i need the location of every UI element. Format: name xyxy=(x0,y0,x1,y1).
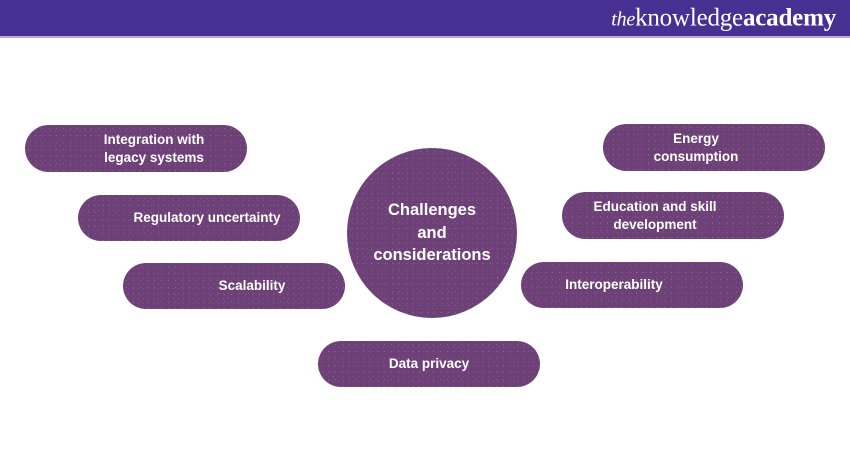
node-label-line1: Regulatory uncertainty xyxy=(133,210,281,226)
diagram-node-energy-consumption[interactable]: Energy consumption xyxy=(603,124,825,171)
node-label: Interoperability xyxy=(503,276,725,293)
diagram-canvas: Integration with legacy systems Regulato… xyxy=(0,40,850,450)
diagram-node-regulatory-uncertainty[interactable]: Regulatory uncertainty xyxy=(78,195,300,241)
logo-word-the: the xyxy=(611,8,636,31)
node-label: Education and skill development xyxy=(544,198,766,233)
node-label-line2: development xyxy=(613,216,697,232)
center-node-label: Challenges and considerations xyxy=(347,199,517,267)
node-label: Regulatory uncertainty xyxy=(96,209,318,226)
node-label-line1: Scalability xyxy=(218,278,286,294)
node-label-line1: Integration with xyxy=(103,132,205,148)
page-header: theknowledgeacademy xyxy=(0,0,850,38)
diagram-node-interoperability[interactable]: Interoperability xyxy=(521,262,743,308)
diagram-node-integration-with-legacy-systems[interactable]: Integration with legacy systems xyxy=(25,125,247,172)
diagram-node-education-and-skill-development[interactable]: Education and skill development xyxy=(562,192,784,239)
node-label-line2: legacy systems xyxy=(104,149,204,165)
node-label: Data privacy xyxy=(318,355,540,372)
diagram-node-data-privacy[interactable]: Data privacy xyxy=(318,341,540,387)
center-label-line3: considerations xyxy=(373,246,491,265)
node-label: Energy consumption xyxy=(585,130,807,165)
logo-word-knowledge: knowledge xyxy=(635,4,743,32)
center-label-line2: and xyxy=(417,223,447,242)
node-label-line1: Education and skill xyxy=(593,199,717,215)
node-label-line1: Interoperability xyxy=(565,277,663,293)
node-label: Scalability xyxy=(141,277,363,294)
node-label-line1: Data privacy xyxy=(388,356,470,372)
node-label-line2: consumption xyxy=(653,148,739,164)
center-label-line1: Challenges xyxy=(387,200,477,219)
logo-word-academy: academy xyxy=(742,4,836,32)
node-label-line1: Energy xyxy=(673,131,719,147)
site-logo: theknowledgeacademy xyxy=(611,6,836,31)
node-label: Integration with legacy systems xyxy=(43,131,265,166)
diagram-center-node-challenges-and-considerations[interactable]: Challenges and considerations xyxy=(347,148,517,318)
diagram-node-scalability[interactable]: Scalability xyxy=(123,263,345,309)
